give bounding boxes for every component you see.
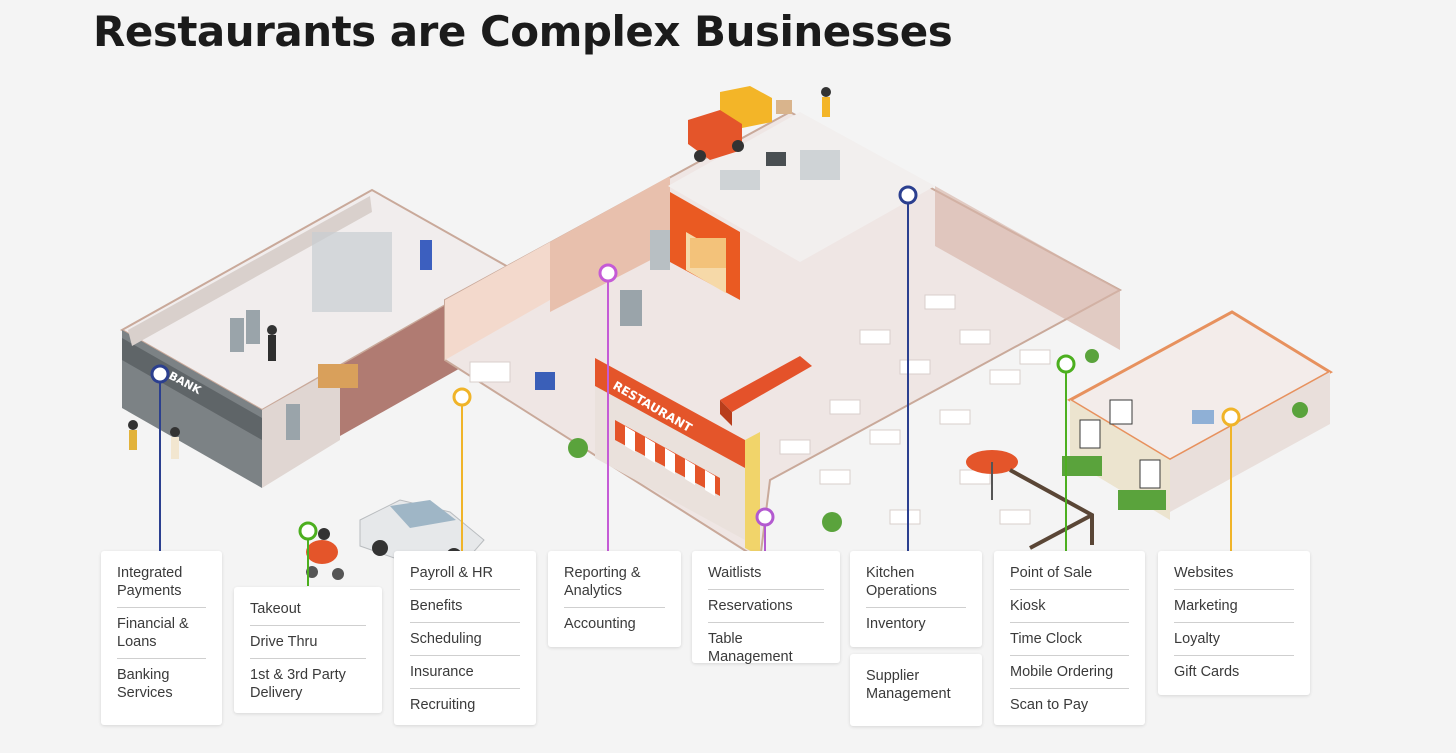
card-item: Reporting & Analytics	[564, 557, 665, 608]
card-item: Insurance	[410, 656, 520, 689]
card-item: Payroll & HR	[410, 557, 520, 590]
card-item: Integrated Payments	[117, 557, 206, 608]
pin-pos	[1056, 354, 1076, 552]
card-item: Financial & Loans	[117, 608, 206, 659]
pin-waitlists	[755, 507, 775, 552]
card-item: 1st & 3rd Party Delivery	[250, 667, 346, 701]
card-item: Kiosk	[1010, 590, 1129, 623]
card-item: Supplier Management	[866, 668, 951, 702]
pin-banking	[150, 364, 170, 552]
pin-websites	[1221, 407, 1241, 552]
card-item: Inventory	[866, 616, 926, 632]
restaurant-building: RESTAURANT	[444, 110, 1123, 562]
card-item: Scheduling	[410, 623, 520, 656]
card-item: Takeout	[250, 593, 366, 626]
delivery-scooter	[306, 528, 344, 580]
card-item: Recruiting	[410, 697, 476, 713]
card-item: Scan to Pay	[1010, 697, 1089, 713]
pin-payroll	[452, 387, 472, 552]
card-item: Drive Thru	[250, 626, 366, 659]
card-item: Point of Sale	[1010, 557, 1129, 590]
card-item: Time Clock	[1010, 623, 1129, 656]
delivery-truck	[688, 86, 831, 162]
card-item: Gift Cards	[1174, 664, 1240, 680]
card-supplier-list: Supplier Management	[866, 660, 966, 710]
card-item: Waitlists	[708, 557, 824, 590]
card-supplier: Supplier Management	[850, 654, 982, 726]
pin-kitchen	[898, 185, 918, 552]
page-title: Restaurants are Complex Businesses	[93, 7, 953, 56]
card-item: Mobile Ordering	[1010, 656, 1129, 689]
pin-reporting	[598, 263, 618, 552]
card-item: Marketing	[1174, 590, 1294, 623]
card-item: Banking Services	[117, 667, 173, 701]
card-item: Accounting	[564, 616, 636, 632]
card-item: Reservations	[708, 590, 824, 623]
card-item: Table Management	[708, 631, 793, 665]
pin-takeout	[298, 521, 318, 586]
card-item: Kitchen Operations	[866, 557, 966, 608]
card-item: Websites	[1174, 557, 1294, 590]
card-item: Benefits	[410, 590, 520, 623]
card-item: Loyalty	[1174, 623, 1294, 656]
office-building	[1062, 310, 1333, 520]
